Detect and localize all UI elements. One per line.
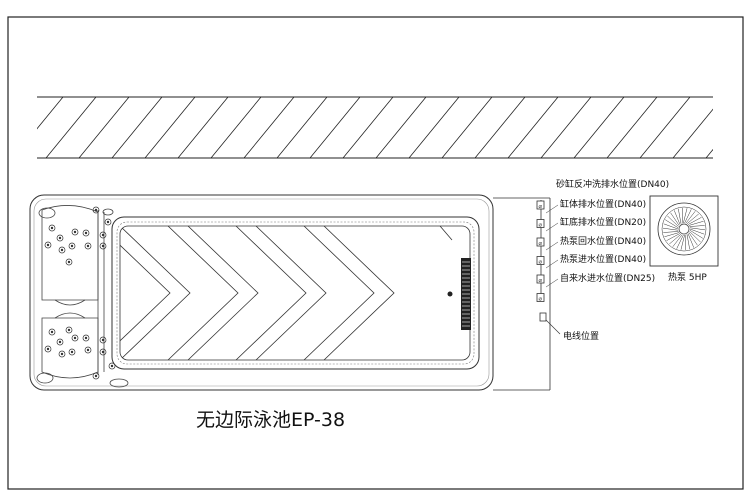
fitting-icon [536,219,545,228]
pipe-connections [493,197,551,391]
svg-text:⌀: ⌀ [539,296,543,303]
svg-text:⌀: ⌀ [539,240,543,247]
fan-icon [657,202,711,256]
power-label: 电线位置 [563,330,599,342]
fitting-label-tap-water-inlet: 自来水进水位置(DN25) [560,272,655,284]
fitting-icon [536,293,545,302]
fittings: ⌀ ⌀ ⌀ ⌀ ⌀ ⌀ [536,200,545,303]
hatched-strip [37,96,713,159]
fitting-label-tank-drain: 缸体排水位置(DN40) [560,198,646,210]
fitting-icon [536,200,545,210]
svg-text:⌀: ⌀ [539,277,543,284]
svg-text:⌀: ⌀ [539,203,543,210]
svg-text:⌀: ⌀ [539,222,543,229]
fitting-icon [536,256,545,265]
outlet-icon [447,291,453,297]
fitting-icon [536,274,545,284]
fitting-label-bottom-drain: 缸底排水位置(DN20) [560,216,646,228]
spa-jets [44,206,116,380]
swim-lane [111,216,480,370]
svg-text:⌀: ⌀ [539,259,543,266]
fitting-labels: 砂缸反冲洗排水位置(DN40) 缸体排水位置(DN40) 缸底排水位置(DN20) 热… [545,178,669,288]
heat-pump-label: 热泵 5HP [668,271,707,283]
diagram-title: 无边际泳池EP-38 [196,409,345,431]
spa-seating-area [36,205,129,388]
fitting-label-heat-pump-return: 热泵回水位置(DN40) [560,235,646,247]
power-leader [545,319,561,335]
fitting-label-sand-filter-backwash: 砂缸反冲洗排水位置(DN40) [556,178,669,190]
pool-body [29,194,494,391]
heat-pump [649,195,719,267]
fitting-label-heat-pump-inlet: 热泵进水位置(DN40) [560,253,646,265]
fitting-icon [536,237,545,247]
outer-frame [7,16,744,490]
power-box [539,312,547,322]
